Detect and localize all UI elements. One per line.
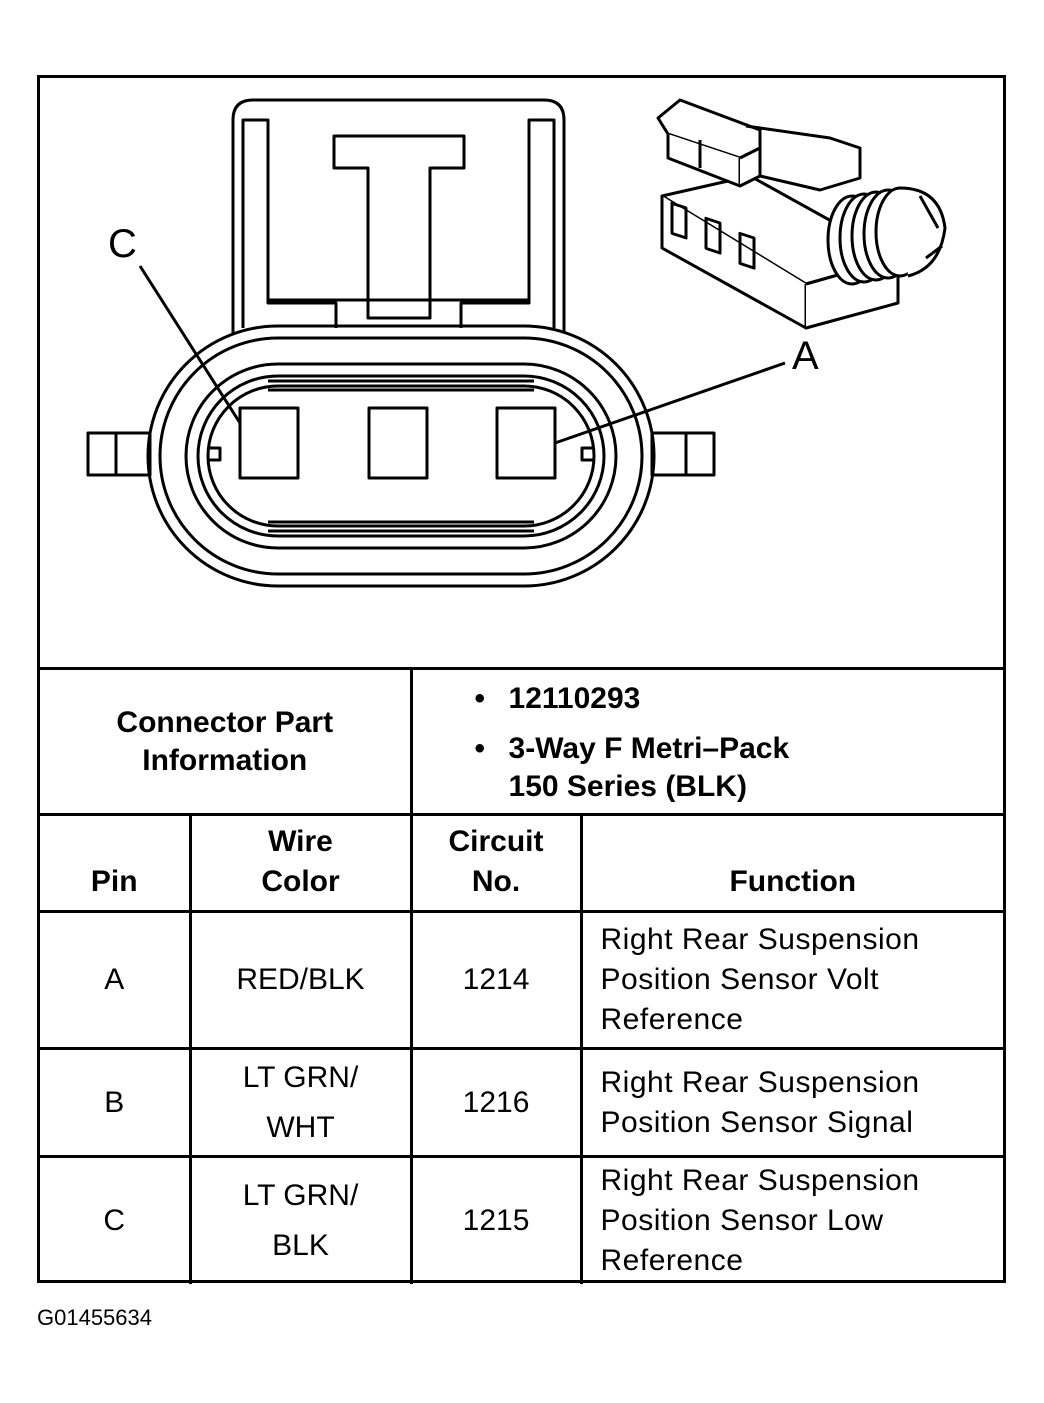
cell-wire-color: LT GRN/ BLK [188,1155,413,1284]
cell-wire-color: RED/BLK [188,910,413,1050]
connector-shell-ring-3 [184,362,618,550]
cell-pin: A [40,910,192,1050]
header-wire-color: Wire Color [188,813,413,913]
connector-face-drawing [86,98,947,588]
connector-part-label-line2: Information [142,743,308,777]
connector-shell-ring-4 [196,374,606,538]
header-function: Function [579,813,1004,913]
header-circuit-no: Circuit No. [409,813,583,913]
latch-housing [231,98,566,333]
connector-pinout-table: Connector Part Information • 12110293 • … [40,667,1004,1284]
cell-function: Right Rear Suspension Position Sensor Vo… [579,910,1004,1050]
side-tab-right [650,431,716,477]
side-tab-left [86,431,152,477]
connector-part-label-line1: Connector Part [116,705,334,739]
latch-inner-left [241,118,338,328]
connector-part-info-label: Connector Part Information [40,667,413,816]
latch-inner-right [459,118,556,328]
cell-pin: C [40,1155,192,1284]
cell-circuit: 1215 [409,1155,583,1284]
pin-callout-c: C [108,222,137,266]
table-row: A RED/BLK 1214 Right Rear Suspension Pos… [40,910,1004,1050]
pin-cavity-c [238,406,300,480]
connector-diagram: C A [40,78,1003,667]
connector-description-line1: 3-Way F Metri–Pack [508,732,790,765]
connector-isometric-view [656,98,947,330]
connector-description-line2: 150 Series (BLK) [508,770,747,803]
connector-description-item: • 3-Way F Metri–Pack 150 Series (BLK) [475,730,1004,806]
connector-shell-ring-2 [158,336,644,576]
diagram-frame: C A Connector Part Information • 1211029… [37,75,1006,1284]
cell-function: Right Rear Suspension Position Sensor Si… [579,1047,1004,1158]
bullet-icon: • [474,682,486,715]
cell-function: Right Rear Suspension Position Sensor Lo… [579,1155,1004,1284]
cell-circuit: 1214 [409,910,583,1050]
connector-part-details: • 12110293 • 3-Way F Metri–Pack 150 Seri… [409,667,1004,816]
cell-wire-color: LT GRN/ WHT [188,1047,413,1158]
connector-outer-shell [146,324,656,588]
pin-cavity-a [495,406,557,480]
table-header-row: Pin Wire Color Circuit No. Function [40,813,1004,913]
part-number: 12110293 [508,682,641,715]
leader-line-a [554,361,786,445]
table-row: B LT GRN/ WHT 1216 Right Rear Suspension… [40,1047,1004,1158]
header-pin: Pin [40,813,192,913]
figure-id: G01455634 [37,1305,152,1330]
bullet-icon: • [474,732,486,765]
cell-pin: B [40,1047,192,1158]
cell-circuit: 1216 [409,1047,583,1158]
latch-t-shape [332,134,466,320]
pin-callout-a: A [792,334,819,378]
pin-cavity-b [367,406,429,480]
table-row: C LT GRN/ BLK 1215 Right Rear Suspension… [40,1155,1004,1284]
leader-line-c [138,265,242,424]
connector-part-info-row: Connector Part Information • 12110293 • … [40,667,1004,816]
connector-shell-ring-5 [206,384,596,528]
part-number-item: • 12110293 [475,680,1004,718]
